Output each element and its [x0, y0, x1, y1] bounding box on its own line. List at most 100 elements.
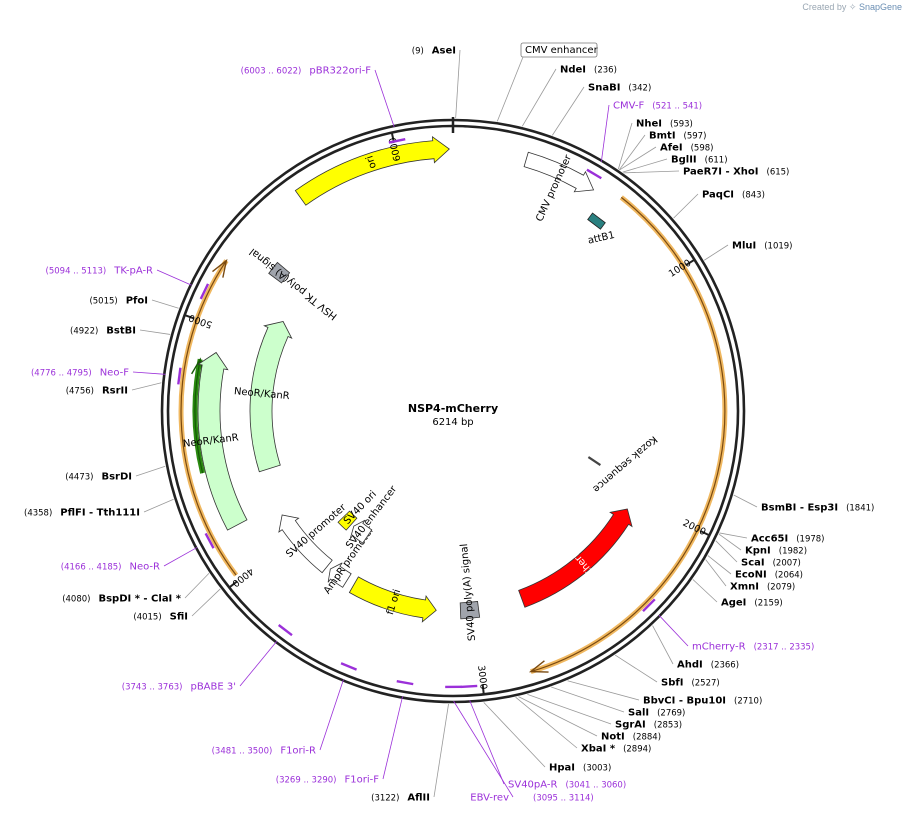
primer-neo-f: Neo-F(4776 .. 4795): [31, 368, 129, 379]
primer-name: pBR322ori-F: [309, 66, 371, 77]
feature-shape: [278, 514, 333, 574]
feature-hsv-tk-poly-a-signal: HSV TK poly(A) signal: [248, 246, 340, 322]
feature-cmv-enhancer: CMV enhancer: [520, 42, 599, 58]
enzyme-name: AflII: [407, 793, 430, 804]
enzyme-position: (2853): [654, 721, 682, 731]
enzyme-mlui: MluI (1019): [732, 241, 792, 252]
feature-cmv-promoter: CMV promoter: [523, 151, 595, 224]
leader-line: [718, 533, 742, 551]
primer-bind-site: [396, 680, 414, 686]
leader-line: [151, 299, 179, 309]
orf-arrowhead: [528, 660, 549, 673]
enzyme-bstbi: BstBI (4922): [70, 326, 136, 337]
enzyme-name: HpaI: [549, 763, 575, 774]
enzyme-position: (342): [628, 84, 651, 94]
leader-line: [382, 696, 403, 780]
feature-shape: [348, 576, 437, 623]
leader-line: [239, 641, 278, 687]
enzyme-xbai: XbaI *(2894): [581, 744, 651, 755]
primer-bind-site: [204, 532, 215, 549]
feature-shape: [349, 519, 373, 544]
enzyme-scai: ScaI(2007): [741, 558, 801, 569]
leader-line: [623, 170, 680, 174]
primer-bind-site: [277, 624, 293, 637]
enzyme-position: (3122): [371, 794, 399, 804]
enzyme-paer7i-xhoi: PaeR7I - XhoI(615): [683, 167, 789, 178]
leader-line: [692, 579, 718, 603]
feature-sv40-poly-a-signal: SV40 poly(A) signal: [459, 543, 481, 641]
leader-layer: [131, 49, 758, 798]
feature-shape: [327, 562, 352, 588]
leader-line: [319, 679, 344, 751]
primer-f1ori-f: F1ori-F(3269 .. 3290): [276, 775, 379, 786]
feature-shape: [518, 508, 633, 608]
enzyme-position: (2007): [773, 559, 801, 569]
primer-bind-site: [586, 168, 602, 180]
primer-name: Neo-R: [130, 562, 161, 573]
enzyme-name: BbvCI - Bpu10I: [643, 696, 726, 707]
enzyme-name: BmtI: [649, 131, 676, 142]
enzyme-name: AfeI: [660, 143, 683, 154]
orf-arrowhead: [212, 258, 228, 278]
feature-ori: ori: [294, 135, 450, 206]
leader-line: [374, 69, 395, 128]
enzyme-agei: AgeI(2159): [721, 598, 783, 609]
enzyme-name: NotI: [601, 732, 625, 743]
primer-name: SV40pA-R: [508, 780, 557, 791]
tick-mark: [685, 258, 696, 266]
leader-line: [143, 498, 174, 513]
enzyme-bsmbi-esp3i: BsmBI - Esp3I(1841): [761, 503, 874, 514]
feature-shape: [268, 261, 291, 284]
feature-label: attB1: [587, 230, 616, 247]
leader-line: [433, 703, 449, 798]
primer-tk-pa-r: TK-pA-R(5094 .. 5113): [46, 266, 154, 277]
enzyme-position: (2079): [767, 583, 795, 593]
enzyme-position: (1019): [764, 242, 792, 252]
enzyme-name: SnaBI: [588, 83, 620, 94]
primer-name: F1ori-F: [345, 775, 380, 786]
feature-label: CMV enhancer: [525, 45, 599, 56]
primer-name: CMV-F: [613, 101, 644, 112]
tick-label: 3000: [475, 665, 489, 690]
enzyme-position: (9): [412, 47, 424, 57]
primer-sv40pa-r: SV40pA-R(3041 .. 3060): [508, 780, 626, 791]
enzyme-noti: NotI(2884): [601, 732, 661, 743]
primer-range: (2317 .. 2335): [754, 643, 815, 653]
label-layer: AseI(9)NdeI(236)SnaBI(342)NheI(593)BmtI(…: [24, 46, 874, 804]
primer-range: (5094 .. 5113): [46, 267, 107, 277]
leader-line: [707, 555, 732, 575]
enzyme-ahdi: AhdI(2366): [677, 660, 739, 671]
enzyme-name: BsmBI - Esp3I: [761, 503, 838, 514]
enzyme-kpni: KpnI(1982): [745, 546, 807, 557]
leader-line: [622, 158, 668, 173]
enzyme-afei: AfeI(598): [660, 143, 713, 154]
leader-line: [704, 244, 729, 261]
enzyme-name: MluI: [732, 241, 756, 252]
leader-line: [184, 572, 210, 599]
plasmid-length: 6214 bp: [432, 417, 473, 428]
feature-label: HSV TK poly(A) signal: [248, 246, 340, 322]
leader-line: [673, 193, 699, 219]
enzyme-name: BstBI: [106, 326, 136, 337]
leader-line: [469, 700, 505, 785]
feature-mcherry2: mCherry2: [518, 508, 633, 608]
enzyme-position: (4015): [133, 613, 161, 623]
leader-line: [453, 700, 514, 798]
tick-mark: [700, 530, 710, 537]
feature-shape: [523, 151, 595, 193]
enzyme-position: (843): [742, 191, 765, 201]
feature-shape: [197, 351, 248, 531]
leader-line: [619, 146, 657, 171]
primer-name: EBV-rev: [470, 793, 509, 804]
enzyme-name: PaeR7I - XhoI: [683, 167, 759, 178]
enzyme-nhei: NheI(593): [636, 119, 693, 130]
enzyme-hpai: HpaI(3003): [549, 763, 611, 774]
enzyme-position: (4922): [70, 327, 98, 337]
enzyme-position: (4358): [24, 509, 52, 519]
leader-line: [652, 625, 674, 665]
leader-line: [496, 56, 524, 122]
enzyme-name: XbaI *: [581, 744, 616, 755]
enzyme-snabi: SnaBI (342): [588, 83, 651, 94]
feature-neor-kanr: NeoR/KanR: [182, 351, 248, 531]
enzyme-sali: SalI(2769): [628, 708, 685, 719]
